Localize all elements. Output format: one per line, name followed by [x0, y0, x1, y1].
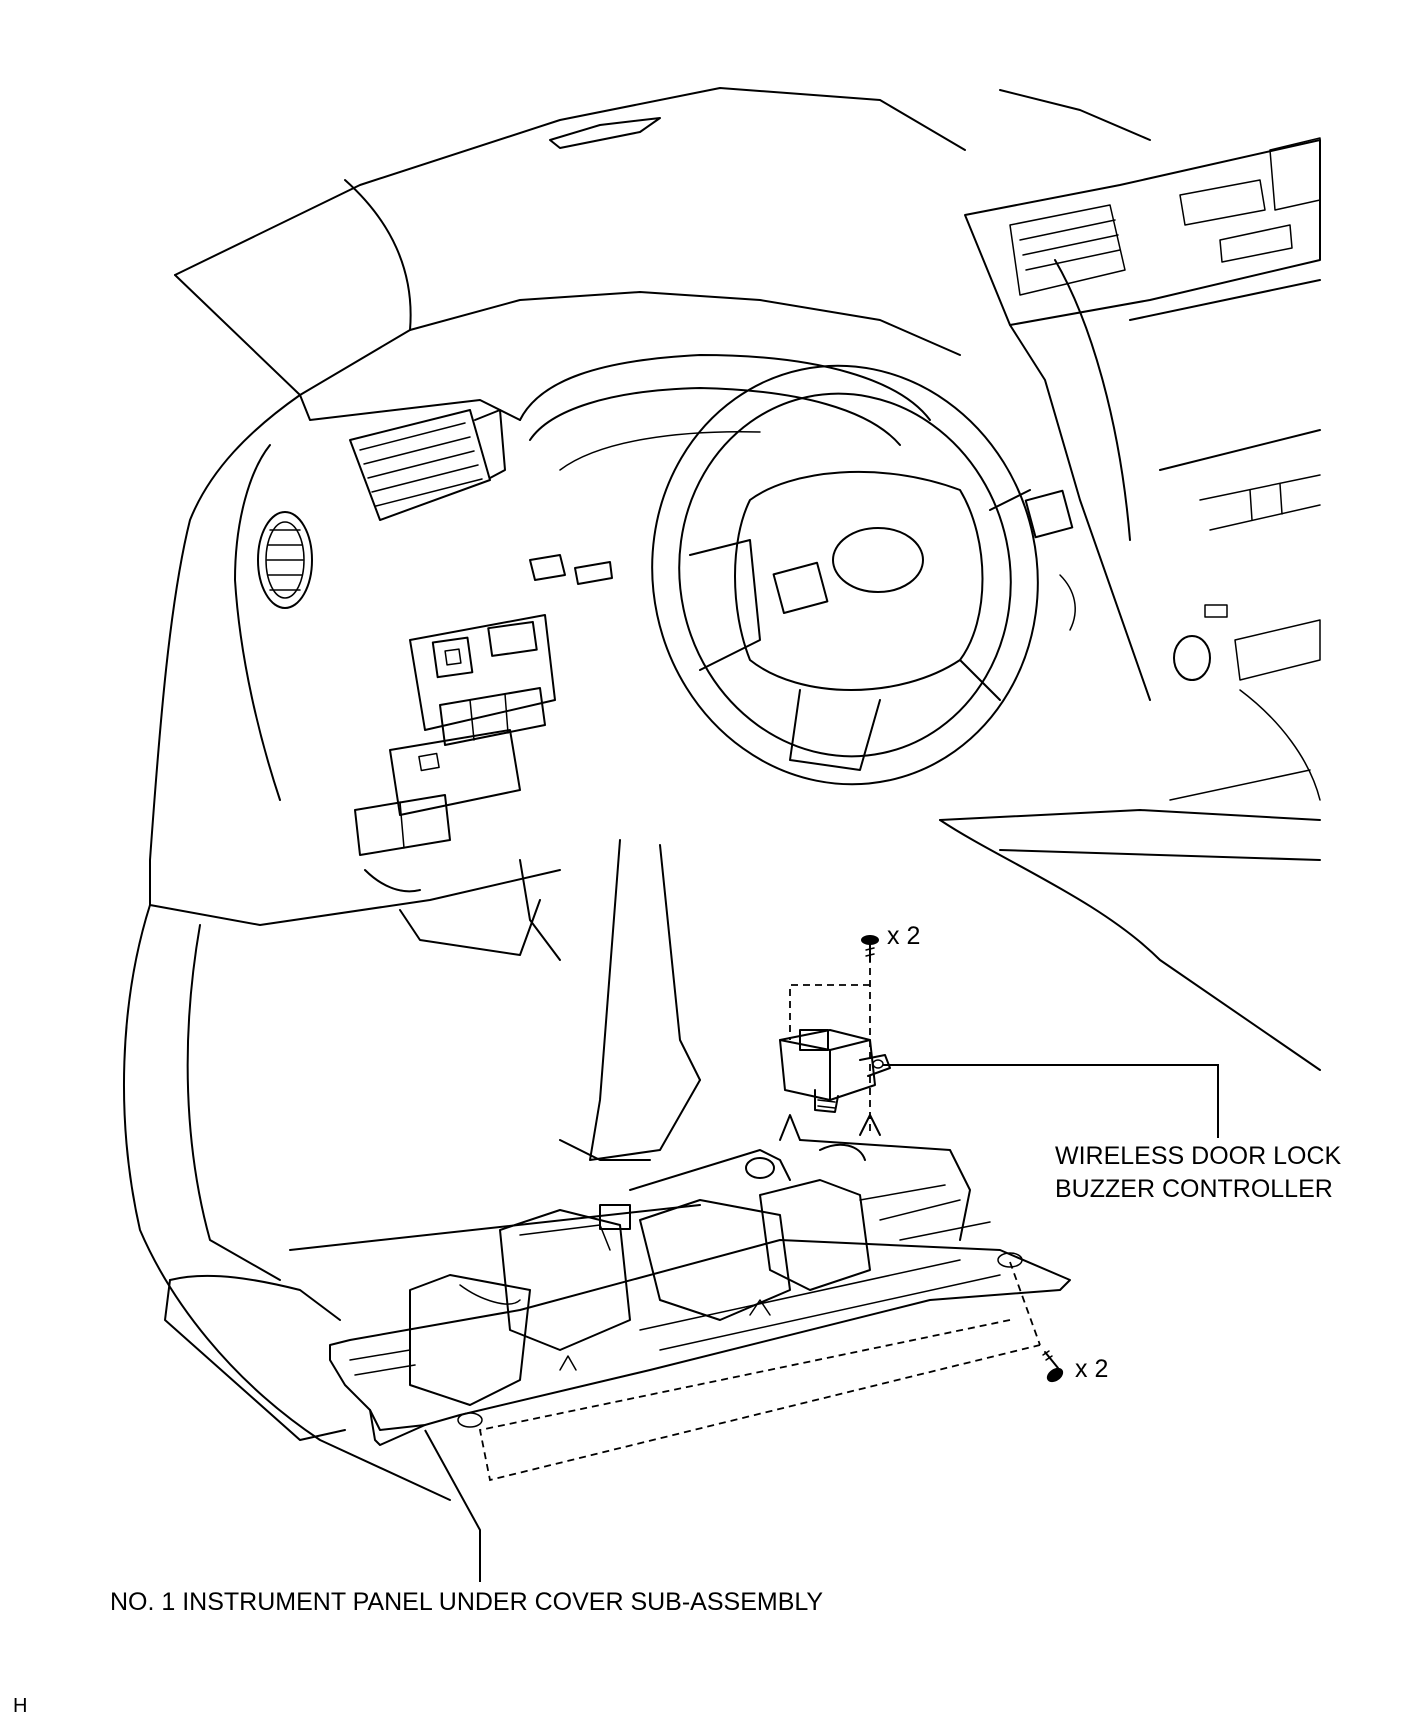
- under-cover-label: NO. 1 INSTRUMENT PANEL UNDER COVER SUB-A…: [110, 1588, 824, 1616]
- center-stack: [939, 137, 1321, 1071]
- assembly-guides: [478, 968, 1041, 1482]
- under-cover-part: [329, 1114, 1071, 1446]
- controller-bolt: [861, 935, 879, 963]
- buzzer-controller-label-line1: WIRELESS DOOR LOCK: [1055, 1142, 1342, 1170]
- floor-outline: [123, 904, 701, 1501]
- buzzer-controller-label-line2: BUZZER CONTROLLER: [1055, 1175, 1333, 1203]
- leader-lines: [424, 1064, 1219, 1582]
- cover-screw: [1042, 1350, 1064, 1383]
- steering-wheel: [651, 364, 1076, 786]
- cover-screw-quantity: x 2: [1075, 1355, 1109, 1383]
- controller-screw-quantity: x 2: [887, 922, 921, 950]
- dashboard-top-outline: [174, 87, 1151, 396]
- buzzer-controller-part: [779, 1029, 891, 1113]
- left-dash-panel: [149, 394, 613, 956]
- figure-id: H: [13, 1695, 28, 1717]
- buzzer-controller-label: WIRELESS DOOR LOCK BUZZER CONTROLLER: [1055, 1140, 1341, 1206]
- steering-column: [519, 839, 701, 1161]
- gauge-hood: [519, 354, 931, 471]
